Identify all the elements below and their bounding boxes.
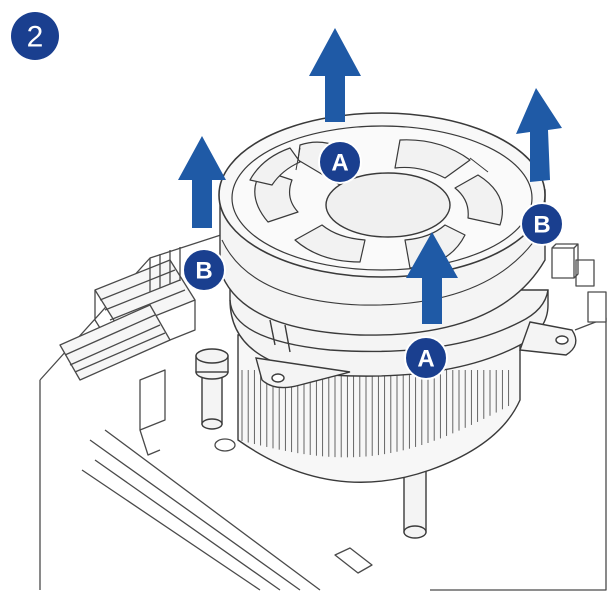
badge-a-center: A <box>404 336 448 380</box>
mount-hole <box>214 438 236 452</box>
badge-b-left: B <box>182 248 226 292</box>
step-badge: 2 <box>11 12 59 60</box>
badge-a-top-label: A <box>331 150 348 177</box>
badge-b-left-label: B <box>195 258 212 285</box>
arrow-up-center <box>406 232 458 324</box>
badge-b-right: B <box>520 202 564 246</box>
arrow-up-left <box>178 136 226 228</box>
push-pin-left <box>195 348 229 430</box>
badge-b-right-label: B <box>533 212 550 239</box>
bracket-arm-right <box>519 321 577 356</box>
fan-hub <box>325 172 451 238</box>
right-connectors <box>551 243 607 323</box>
arrow-up-right <box>516 88 562 182</box>
memory-slot <box>81 429 321 591</box>
capacitor-row <box>149 247 181 292</box>
badge-a-center-label: A <box>417 346 434 373</box>
fan-blades <box>249 139 503 269</box>
badge-a-top: A <box>318 140 362 184</box>
lift-arrows <box>178 28 562 324</box>
fan <box>218 112 546 336</box>
motherboard <box>39 231 607 591</box>
step-number: 2 <box>27 21 44 54</box>
vrm-heatsink <box>59 259 196 456</box>
arrow-up-top <box>309 28 361 122</box>
memory-slot-latch <box>334 547 373 574</box>
